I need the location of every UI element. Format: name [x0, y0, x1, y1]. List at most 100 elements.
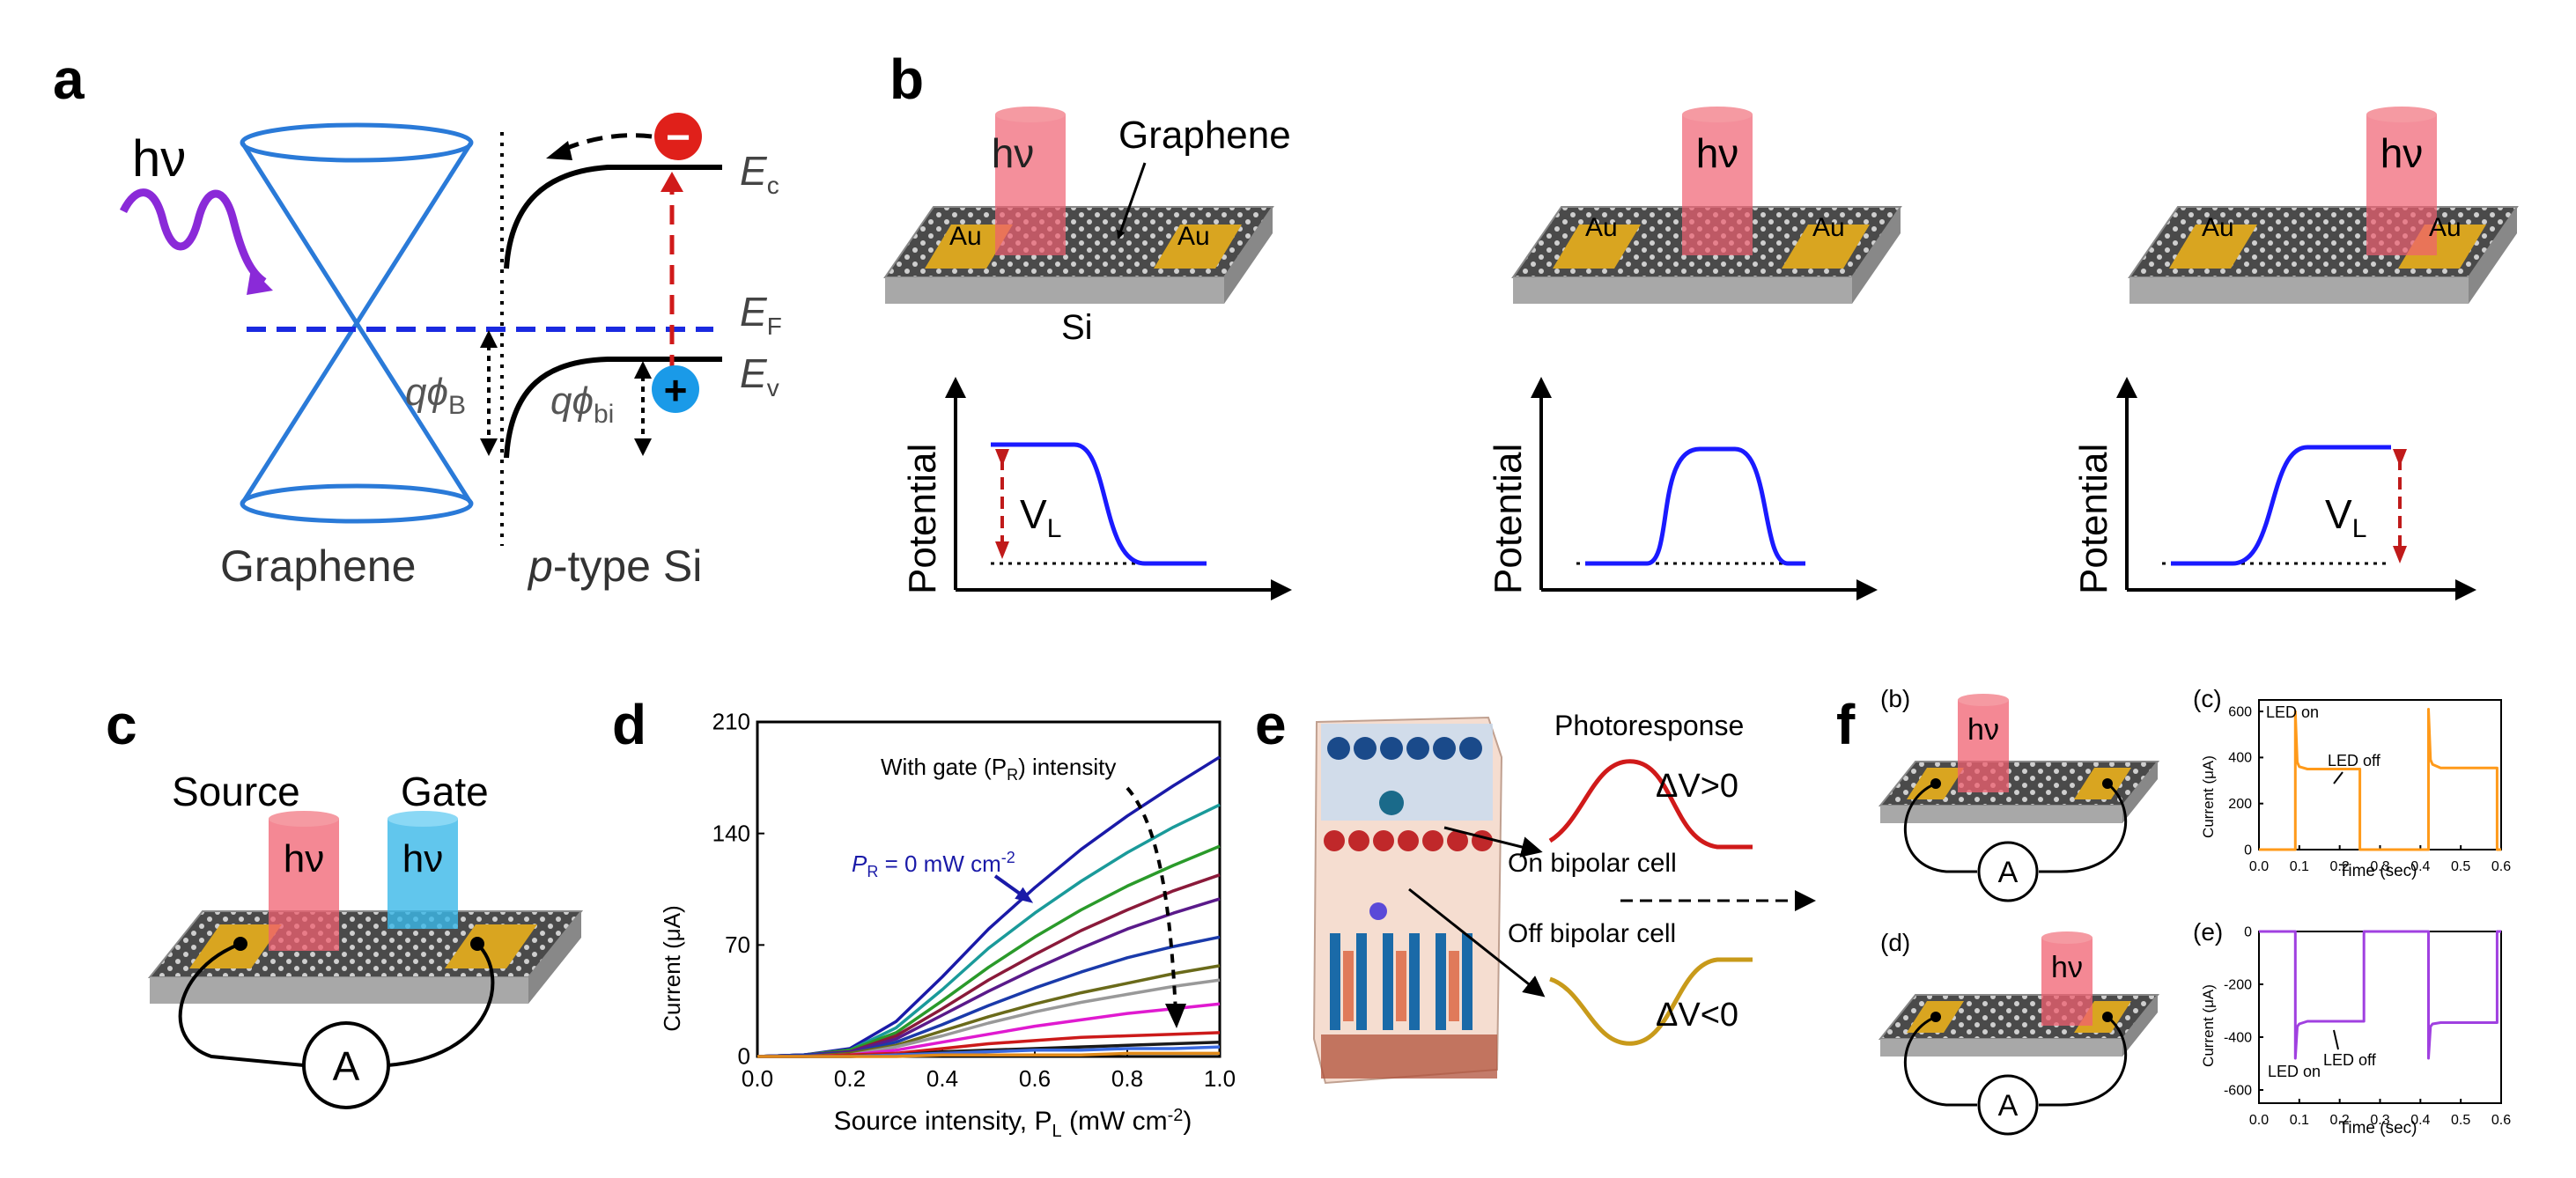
- x-tick-label: 0.5: [2451, 1113, 2470, 1128]
- x-tick-label: 0.3: [2370, 1113, 2389, 1128]
- wire-left: [178, 942, 305, 1067]
- ammeter-label-c: A: [333, 1043, 360, 1089]
- wire-right: [387, 942, 495, 1067]
- device-f2: [1878, 931, 2160, 1136]
- y-tick-label: 0: [2244, 924, 2252, 939]
- y-tick-label: 0: [738, 1043, 750, 1070]
- led-off-label-e: LED off: [2323, 1051, 2377, 1069]
- chart-d-pr-pointer: [993, 874, 1034, 903]
- light-beam-icon: [1682, 114, 1753, 255]
- photon-arrow-icon: [247, 269, 273, 295]
- ammeter-label-f2: A: [1998, 1089, 2019, 1123]
- chart-fe-ylabel: Current (μA): [2200, 984, 2217, 1067]
- excitation-arrow-head-icon: [661, 172, 683, 192]
- off-bipolar-label: Off bipolar cell: [1508, 919, 1676, 948]
- x-tick-label: 0.2: [2330, 859, 2350, 874]
- x-tick-label: 0.1: [2290, 859, 2309, 874]
- chart-d-gate-annotation: With gate (PR) intensity: [881, 754, 1116, 784]
- hv-label-b3: hν: [2380, 130, 2424, 176]
- sub-label-c: (c): [2193, 685, 2222, 712]
- x-tick-label: 0.8: [1111, 1065, 1143, 1092]
- sub-label-e: (e): [2193, 918, 2223, 946]
- si-label-b: Si: [1061, 308, 1093, 347]
- x-tick-label: 0.2: [834, 1065, 866, 1092]
- panel-b: b hν Au Au Graphene Si hν Au Au: [883, 48, 2519, 600]
- led-off-pointer-c: [2333, 771, 2343, 784]
- panel-f: f (b) (d) (c) (e) hν A: [1836, 685, 2511, 1138]
- dirac-cone-icon: [240, 122, 474, 524]
- panel-label-b: b: [889, 48, 924, 111]
- panel-label-c: c: [106, 693, 137, 756]
- led-off-label-c: LED off: [2328, 752, 2381, 769]
- electron-arrow-head-icon: [546, 141, 572, 160]
- x-tick-label: 1.0: [1204, 1065, 1236, 1092]
- y-tick-label: 200: [2228, 797, 2252, 812]
- panel-label-a: a: [53, 48, 85, 111]
- x-tick-label: 0.4: [2410, 1113, 2430, 1128]
- off-response-curve: [1549, 957, 1753, 1046]
- device-b2: [1511, 107, 1902, 304]
- light-beam-icon: [995, 114, 1066, 255]
- vl-label-3: VL: [2325, 491, 2366, 543]
- photoresponse-label: Photoresponse: [1554, 710, 1744, 741]
- on-bipolar-label: On bipolar cell: [1508, 849, 1677, 878]
- on-bipolar-arrow: [1443, 826, 1543, 858]
- hv-source-label: hν: [284, 837, 324, 880]
- x-tick-label: 0.5: [2451, 859, 2470, 874]
- hole-sign: +: [664, 367, 688, 413]
- au-label-b2-left: Au: [1585, 213, 1618, 242]
- si-type-label: p-type Si: [527, 541, 702, 591]
- x-tick-label: 0.3: [2370, 859, 2389, 874]
- x-tick-label: 0.1: [2290, 1113, 2309, 1128]
- x-tick-label: 0.6: [1019, 1065, 1051, 1092]
- au-label-b3-right: Au: [2429, 213, 2462, 242]
- led-on-label-e: LED on: [2268, 1063, 2321, 1080]
- x-tick-label: 0.0: [2249, 859, 2269, 874]
- y-tick-label: 70: [725, 931, 750, 958]
- panel-e: e Photoresponse ΔV>0 On bipolar cell: [1255, 693, 1816, 1085]
- series-line-6: [757, 935, 1221, 1058]
- y-tick-label: 140: [712, 820, 750, 846]
- panel-label-d: d: [612, 693, 646, 756]
- off-bipolar-arrow: [1408, 887, 1546, 998]
- conduction-band: [504, 165, 722, 269]
- au-label-b2-right: Au: [1812, 213, 1845, 242]
- potential-axis-label-3: Potential: [2072, 444, 2115, 594]
- x-tick-label: 0.2: [2330, 1113, 2350, 1128]
- chart-d-xlabel: Source intensity, PL (mW cm-2): [834, 1106, 1192, 1141]
- y-tick-label: 400: [2228, 751, 2252, 766]
- gate-label: Gate: [401, 769, 489, 814]
- dv-pos-label: ΔV>0: [1656, 768, 1738, 805]
- potential-axis-label-2: Potential: [1487, 444, 1530, 594]
- hv-gate-label: hν: [402, 837, 443, 880]
- phi-bi-label: qϕbi: [550, 379, 614, 429]
- panel-label-f: f: [1836, 693, 1856, 756]
- au-electrode-right: [1154, 225, 1242, 269]
- graphene-label: Graphene: [220, 541, 416, 591]
- sub-label-d: (d): [1880, 929, 1910, 956]
- photon-wave-icon: [119, 188, 267, 285]
- vl-label-1: VL: [1020, 491, 1061, 543]
- valence-band: [504, 357, 722, 459]
- chart-d-trend-arrow-head-icon: [1165, 1004, 1186, 1028]
- led-on-label-c: LED on: [2266, 703, 2319, 721]
- x-tick-label: 0.6: [2491, 1113, 2511, 1128]
- led-off-pointer-e: [2333, 1029, 2339, 1050]
- phi-b-label: qϕB: [405, 371, 466, 420]
- ef-label: EF: [740, 289, 782, 340]
- au-label-b3-left: Au: [2202, 213, 2234, 242]
- photon-label: hν: [132, 130, 186, 188]
- electron-icon: [654, 113, 702, 160]
- x-tick-label: 0.0: [742, 1065, 773, 1092]
- source-light-icon: [269, 819, 339, 951]
- hv-label-f1: hν: [1967, 713, 1999, 747]
- au-label-b1-right: Au: [1177, 222, 1210, 251]
- panel-label-e: e: [1255, 693, 1287, 756]
- panel-a: a hν − + qϕB qϕbi Ec EF Ev: [53, 48, 782, 591]
- x-tick-label: 0.4: [926, 1065, 958, 1092]
- series-line-1: [2259, 930, 2501, 1060]
